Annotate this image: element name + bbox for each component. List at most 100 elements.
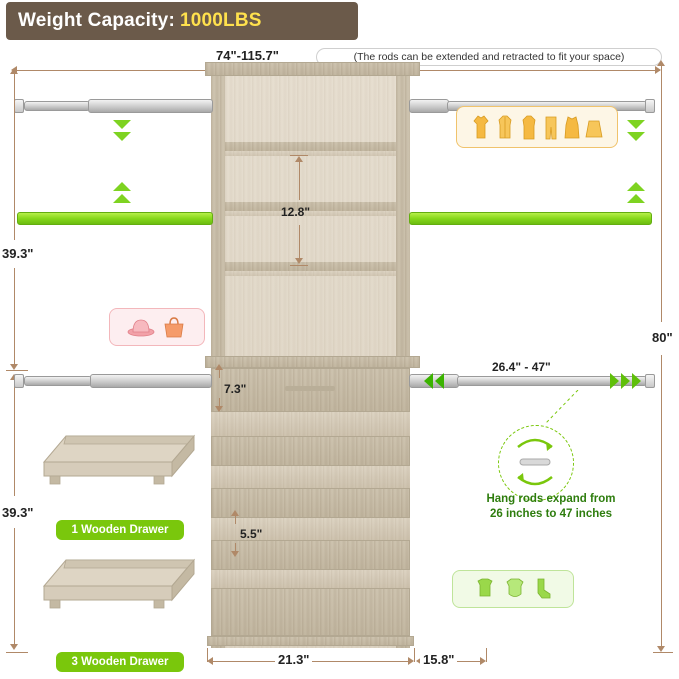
shirt-icon xyxy=(473,115,489,139)
dimension-shelf-gap-line-lower xyxy=(299,225,300,260)
closet-base-plinth xyxy=(207,636,414,646)
shelf-2-edge xyxy=(225,211,396,216)
closet-gap-1 xyxy=(211,412,410,436)
chevron-right-icon-lower-2 xyxy=(621,373,630,389)
dimension-total-height: 80" xyxy=(652,330,673,345)
shelf-1-edge xyxy=(225,151,396,156)
rod-top-left-inner xyxy=(88,99,213,113)
dimension-left-lower-tick xyxy=(6,652,28,653)
weight-capacity-banner xyxy=(6,2,358,40)
dimension-shelf-gap-line-upper xyxy=(299,160,300,200)
dimension-base-depth-arrow-left xyxy=(416,657,422,665)
rod-cap-left-top xyxy=(14,99,24,113)
rod-extension-note: (The rods can be extended and retracted … xyxy=(316,48,662,66)
socks-icon xyxy=(537,578,551,599)
label-one-wooden-drawer: 1 Wooden Drawer xyxy=(56,520,184,540)
dimension-drawer-line-lower xyxy=(219,398,220,408)
closet-drawer-2 xyxy=(211,436,410,466)
chevron-down-icon-right-1 xyxy=(627,120,645,129)
rod-expand-callout-line2: 26 inches to 47 inches xyxy=(489,508,613,520)
shelf-3 xyxy=(225,262,396,271)
dress-icon xyxy=(564,116,580,139)
chevron-up-icon-right-1 xyxy=(627,182,645,191)
shelf-1 xyxy=(225,142,396,151)
dimension-total-tick xyxy=(653,652,673,653)
closet-gap-3 xyxy=(211,518,410,540)
clothes-icon-group xyxy=(456,106,618,148)
rod-cap-right-lower xyxy=(645,374,655,388)
drawer-handle-top[interactable] xyxy=(285,386,335,391)
chevron-right-icon-lower-1 xyxy=(610,373,619,389)
circular-arrow-icon xyxy=(498,425,572,499)
rod-expand-leader xyxy=(540,389,580,426)
rod-top-left-outer xyxy=(24,101,90,111)
dimension-shelf-gap-tick-top xyxy=(290,155,308,156)
dimension-base-depth-arrow-right xyxy=(480,657,486,665)
rod-cap-left-lower xyxy=(14,374,24,388)
dimension-total-line-2 xyxy=(661,355,662,650)
rod-expand-circle xyxy=(498,425,574,501)
dimension-drawer-arrow-up xyxy=(215,364,223,370)
weight-capacity-value: 1000LBS xyxy=(179,10,262,31)
dimension-top-line-left xyxy=(14,70,309,71)
closet-gap-2 xyxy=(211,466,410,488)
kids-clothes-icon-group xyxy=(452,570,574,608)
dimension-base-width: 21.3" xyxy=(275,652,313,667)
dimension-total-arrow-up xyxy=(657,60,665,66)
dimension-top-width: 74"-115.7" xyxy=(216,48,279,63)
rod-expand-callout-line1: Hang rods expand from xyxy=(486,493,616,505)
chevron-left-icon-lower-1 xyxy=(424,373,433,389)
dimension-total-arrow-down xyxy=(657,646,665,652)
dimension-shelf-small: 5.5" xyxy=(240,527,263,541)
chevron-up-icon-left-1 xyxy=(113,182,131,191)
shelf-2 xyxy=(225,202,396,211)
dimension-shelf-gap-arrow-down xyxy=(295,258,303,264)
wooden-drawer-illustration-1 xyxy=(36,432,202,490)
dimension-shelf-gap-tick-bottom xyxy=(290,265,308,266)
rod-green-left xyxy=(17,212,213,225)
dimension-base-tick-mid xyxy=(414,648,415,662)
chevron-down-icon-left-2 xyxy=(113,132,131,141)
dimension-drawer-height: 7.3" xyxy=(224,382,247,396)
closet-gap-4 xyxy=(211,570,410,588)
label-three-wooden-drawer: 3 Wooden Drawer xyxy=(56,652,184,672)
dimension-base-tick-left xyxy=(207,648,208,662)
onesie-icon xyxy=(477,578,493,597)
dimension-total-line-1 xyxy=(661,62,662,322)
rod-lower-left-inner xyxy=(90,374,212,388)
dimension-drawer-line-upper xyxy=(219,368,220,378)
jacket-icon xyxy=(498,115,512,139)
accessories-icon-group xyxy=(109,308,205,346)
rod-lower-right-inner xyxy=(409,374,459,388)
closet-mid-divider xyxy=(205,356,420,368)
shelf-3-edge xyxy=(225,271,396,276)
dimension-shelf-small-arrow-down xyxy=(231,551,239,557)
chevron-left-icon-lower-2 xyxy=(435,373,444,389)
dimension-left-lower-line-1 xyxy=(14,376,15,496)
skirt-icon xyxy=(585,120,603,138)
dimension-left-lower-line-2 xyxy=(14,528,15,648)
dimension-base-width-arrow-left xyxy=(207,657,213,665)
dimension-base-tick-right xyxy=(486,648,487,662)
dimension-left-upper-line-2 xyxy=(14,268,15,368)
rod-green-right xyxy=(409,212,652,225)
wooden-drawer-illustration-2 xyxy=(36,556,202,614)
closet-base-drawer xyxy=(211,588,410,636)
dimension-lower-rod-range: 26.4" - 47" xyxy=(492,360,551,374)
dimension-left-lower-arrow-down xyxy=(10,644,18,650)
dimension-shelf-gap: 12.8" xyxy=(281,205,311,219)
dimension-left-lower-height: 39.3" xyxy=(2,505,34,520)
chevron-down-icon-right-2 xyxy=(627,132,645,141)
rod-cap-right-top xyxy=(645,99,655,113)
dimension-shelf-small-arrow-up xyxy=(231,510,239,516)
chevron-up-icon-left-2 xyxy=(113,194,131,203)
chevron-up-icon-right-2 xyxy=(627,194,645,203)
closet-drawer-4 xyxy=(211,540,410,570)
closet-drawer-3 xyxy=(211,488,410,518)
baby-clothes-icon xyxy=(506,578,524,597)
dimension-shelf-small-line-upper xyxy=(235,514,236,524)
dimension-left-upper-arrow-up xyxy=(10,68,18,74)
rod-expand-callout: Hang rods expand from 26 inches to 47 in… xyxy=(456,492,646,522)
dimension-left-upper-line-1 xyxy=(14,70,15,240)
handbag-icon xyxy=(164,317,184,338)
